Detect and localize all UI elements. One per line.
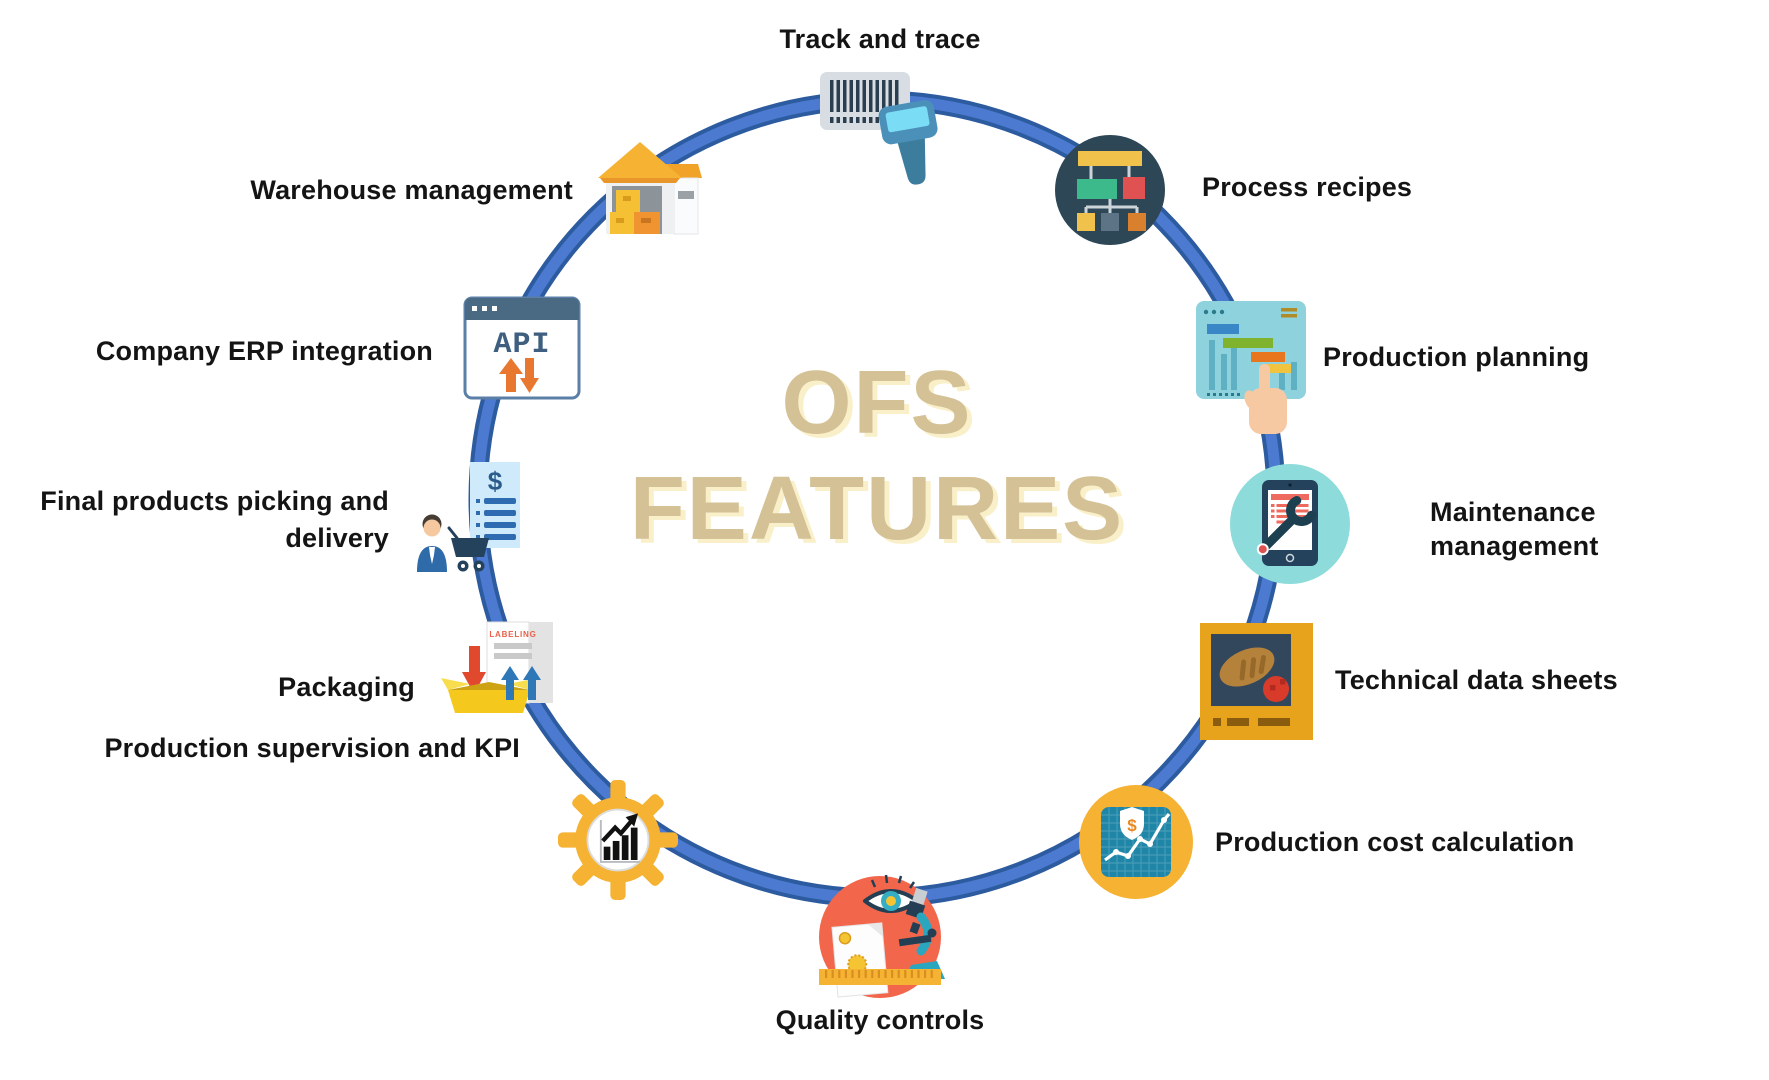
label-final-products-picking-delivery: Final products picking and delivery	[40, 486, 389, 553]
label-quality-controls: Quality controls	[775, 1005, 985, 1035]
title-line-1: OFS	[781, 353, 973, 453]
warehouse-icon	[598, 142, 702, 235]
label-track-and-trace: Track and trace	[779, 24, 981, 54]
feature-process-recipes	[1053, 133, 1167, 247]
label-technical-data-sheets: Technical data sheets	[1335, 665, 1618, 695]
title-line-2: FEATURES	[629, 459, 1125, 559]
gear-kpi-chart-icon	[558, 780, 678, 900]
feature-warehouse-management	[598, 136, 702, 238]
label-packaging: Packaging	[278, 672, 415, 702]
feature-final-products-picking-delivery: $	[413, 458, 531, 576]
flowchart-icon	[1055, 135, 1165, 245]
feature-production-cost-calculation: $	[1078, 784, 1194, 900]
labeling-text: LABELING	[489, 630, 536, 639]
invoice-cart-person-icon: $	[417, 462, 520, 572]
api-text: API	[493, 328, 550, 362]
feature-company-erp-integration: API	[463, 296, 581, 400]
feature-track-and-trace	[810, 55, 950, 185]
api-window-icon: API	[463, 296, 581, 400]
feature-packaging: LABELING	[438, 618, 558, 714]
tablet-wrench-icon	[1230, 464, 1350, 584]
barcode-scanner-icon	[820, 72, 938, 185]
label-production-planning: Production planning	[1323, 342, 1590, 372]
food-datasheet-icon	[1200, 623, 1313, 740]
feature-quality-controls	[805, 865, 955, 1005]
label-maintenance-management: Maintenance management	[1430, 497, 1599, 561]
invoice-dollar-text: $	[488, 466, 503, 496]
shield-dollar-text: $	[1127, 816, 1137, 835]
cost-chart-shield-icon: $	[1079, 785, 1193, 899]
microscope-inspection-icon	[819, 874, 945, 998]
feature-production-planning	[1195, 300, 1310, 435]
feature-maintenance-management	[1228, 462, 1352, 586]
label-warehouse-management: Warehouse management	[250, 175, 573, 205]
label-company-erp-integration: Company ERP integration	[95, 336, 433, 366]
label-production-supervision-kpi: Production supervision and KPI	[104, 733, 520, 763]
label-process-recipes: Process recipes	[1202, 172, 1413, 202]
feature-production-supervision-kpi	[558, 780, 678, 900]
gantt-chart-hand-icon	[1196, 301, 1306, 434]
diagram-title: OFS FEATURES	[527, 350, 1227, 562]
labeling-box-icon: LABELING	[441, 621, 553, 713]
label-production-cost-calculation: Production cost calculation	[1215, 827, 1575, 857]
feature-technical-data-sheets	[1200, 623, 1313, 740]
